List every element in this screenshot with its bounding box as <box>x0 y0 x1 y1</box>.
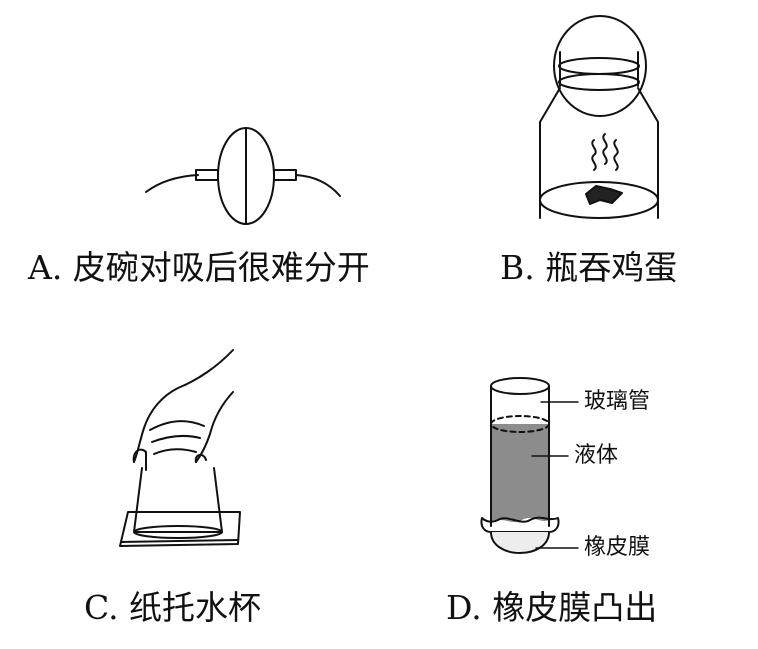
label-rubber-membrane: 橡皮膜 <box>584 535 651 560</box>
bottle-egg-illustration <box>539 15 659 219</box>
left-handle <box>195 169 219 181</box>
caption-a: A. 皮碗对吸后很难分开 <box>28 248 370 287</box>
bottle-mouth-rim <box>558 57 640 75</box>
bottle-neck-ring <box>558 73 640 91</box>
liquid-column <box>491 424 549 522</box>
tube-mouth <box>490 377 550 395</box>
caption-d: D. 橡皮膜凸出 <box>446 588 658 627</box>
right-handle <box>273 169 297 181</box>
smoke-wisp-2 <box>602 133 608 165</box>
left-string <box>145 174 199 193</box>
bottle-body <box>539 87 659 219</box>
cup-rim <box>133 525 223 539</box>
caption-c: C. 纸托水杯 <box>84 588 262 627</box>
label-liquid: 液体 <box>574 443 619 468</box>
glass-tube-illustration <box>480 377 579 554</box>
card-shadow <box>120 539 239 543</box>
bottle-bottom <box>539 181 659 219</box>
hand <box>133 349 234 463</box>
paper-card <box>119 511 241 547</box>
suction-cups-illustration <box>145 127 341 225</box>
paper-cup-illustration <box>119 349 241 547</box>
fingers <box>149 420 205 455</box>
rubber-band <box>480 516 560 533</box>
smoke-wisp-1 <box>591 139 597 171</box>
thumb <box>132 448 207 471</box>
label-glass-tube: 玻璃管 <box>584 389 651 414</box>
egg <box>553 15 647 117</box>
caption-b: B. 瓶吞鸡蛋 <box>500 248 678 287</box>
membrane-bulge <box>490 531 550 554</box>
right-string <box>295 174 341 197</box>
burning-paper <box>585 185 623 205</box>
smoke-wisp-3 <box>613 139 619 171</box>
inverted-cup <box>133 467 223 533</box>
